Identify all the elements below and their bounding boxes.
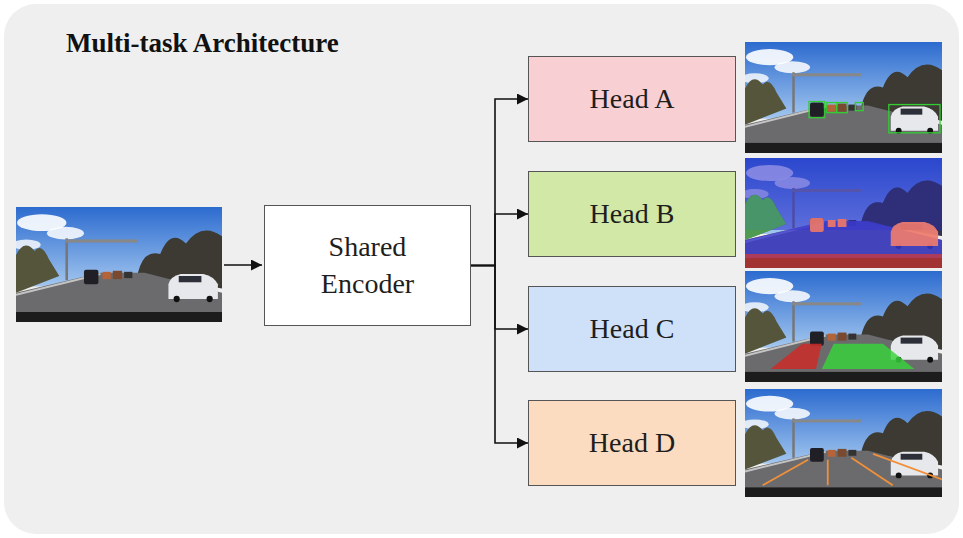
lane-line-output [741, 389, 942, 497]
illustration-part [809, 102, 940, 133]
head-box: Head C [528, 286, 736, 372]
connector-arrow [471, 214, 528, 266]
illustration-part [827, 103, 837, 113]
detection-output [741, 42, 942, 153]
illustration-part [763, 460, 808, 486]
head-box: Head D [528, 400, 736, 486]
illustration-part [4, 4, 959, 534]
illustration-part [741, 271, 942, 382]
illustration-part [741, 158, 942, 268]
head-box: Head A [528, 56, 736, 142]
input-image [12, 207, 222, 322]
diagram-title: Multi-task Architecture [66, 28, 339, 59]
illustration-part [822, 344, 915, 369]
connector-arrow [471, 266, 528, 330]
illustration-part [838, 219, 847, 227]
connector-arrow [471, 266, 528, 444]
node-label: Head B [590, 196, 675, 232]
input-arrow [224, 264, 262, 266]
illustration-part [12, 207, 222, 322]
illustration-part [873, 454, 942, 480]
encoder-box: Shared Encoder [264, 205, 471, 326]
head-box: Head B [528, 171, 736, 257]
illustration-part [851, 458, 892, 485]
illustration-part [741, 389, 942, 497]
illustration-part [809, 102, 825, 118]
illustration-part [827, 460, 829, 486]
illustration-part [741, 42, 942, 153]
illustration-part [855, 103, 863, 111]
node-label: Head A [590, 81, 675, 117]
illustration-part [810, 218, 824, 232]
illustration-part [763, 454, 942, 485]
illustration-part [745, 254, 942, 268]
node-label: Head D [589, 425, 675, 461]
illustration-part [810, 218, 938, 246]
illustration-part [891, 222, 938, 246]
connector-arrow [471, 99, 528, 266]
illustration-part [889, 105, 940, 133]
illustration-part [837, 103, 848, 113]
node-label: Shared Encoder [288, 229, 448, 302]
node-label: Head C [590, 311, 675, 347]
drivable-area-output [741, 271, 942, 382]
illustration-part [771, 344, 822, 369]
segmentation-output [741, 158, 942, 268]
illustration-part [828, 220, 836, 227]
